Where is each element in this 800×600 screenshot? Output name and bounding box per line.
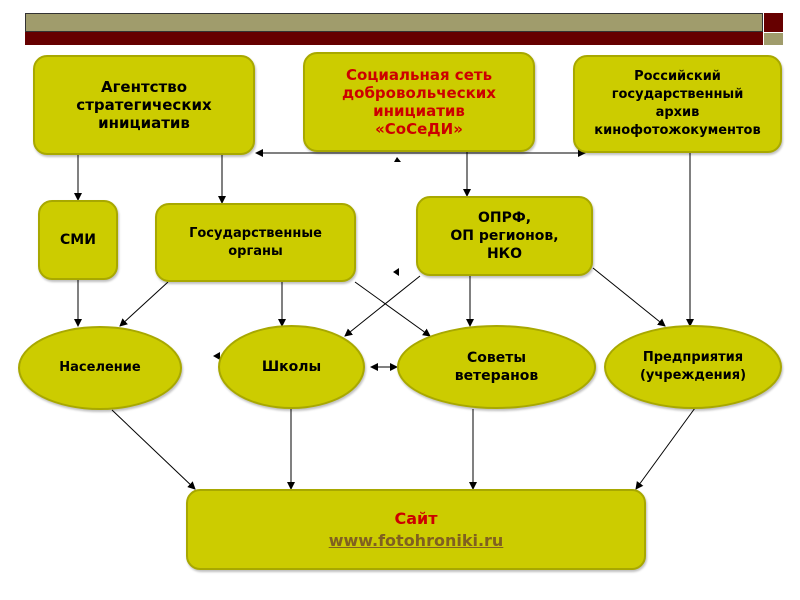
node-oprf: ОПРФ, ОП регионов, НКО [416, 196, 593, 276]
arrow-enterprises-site [635, 407, 696, 490]
node-schools-label: Школы [261, 359, 322, 375]
node-agency-label: Агентство стратегических инициатив [76, 78, 212, 132]
node-social-line: Социальная сеть [345, 66, 493, 84]
node-social-line: добровольческих [342, 84, 496, 102]
stray-arrowhead [213, 352, 220, 360]
arrow-gov-population [119, 281, 169, 327]
arrow-oprf-schools [344, 275, 421, 337]
node-social-network: Социальная сеть добровольческих инициати… [303, 52, 535, 152]
node-archive-line: кинофотожокументов [594, 123, 761, 138]
node-archive-line: государственный [611, 87, 744, 102]
node-archive-line: архив [655, 105, 700, 120]
node-site: Сайт www.fotohroniki.ru [186, 489, 646, 570]
node-enterprises-line: (учреждения) [639, 368, 747, 383]
header-square-olive [764, 33, 783, 45]
node-social-line: инициатив [373, 102, 465, 120]
node-smi: СМИ [38, 200, 118, 280]
stray-arrowhead [393, 268, 399, 276]
header-band-olive [25, 13, 763, 32]
node-enterprises: Предприятия (учреждения) [604, 325, 782, 409]
node-population-label: Население [59, 360, 141, 375]
node-oprf-line: НКО [486, 246, 523, 262]
node-oprf-line: ОП регионов, [450, 228, 559, 244]
node-agency: Агентство стратегических инициатив [33, 55, 255, 155]
node-social-line: «СоСеДИ» [375, 120, 463, 138]
node-population: Население [18, 326, 182, 410]
node-schools: Школы [218, 325, 365, 409]
node-oprf-line: ОПРФ, [477, 210, 532, 226]
node-gov: Государственные органы [155, 203, 356, 282]
arrow-gov-veterans [354, 281, 431, 337]
arrow-population-site [111, 409, 196, 490]
stray-arrowhead [394, 157, 401, 162]
node-enterprises-line: Предприятия [642, 350, 744, 365]
node-archive-line: Российский [634, 69, 721, 84]
arrow-oprf-enterprises [592, 267, 666, 327]
node-veterans-line: ветеранов [454, 368, 539, 384]
node-archive: Российский государственный архив кинофот… [573, 55, 782, 153]
header-square-dark [764, 13, 783, 32]
node-veterans: Советы ветеранов [397, 325, 596, 409]
node-smi-label: СМИ [60, 232, 96, 248]
site-link[interactable]: www.fotohroniki.ru [328, 530, 504, 550]
site-title: Сайт [394, 508, 438, 528]
node-gov-label: Государственные органы [189, 225, 322, 259]
node-veterans-line: Советы [466, 350, 527, 366]
header-band-dark [25, 32, 763, 45]
